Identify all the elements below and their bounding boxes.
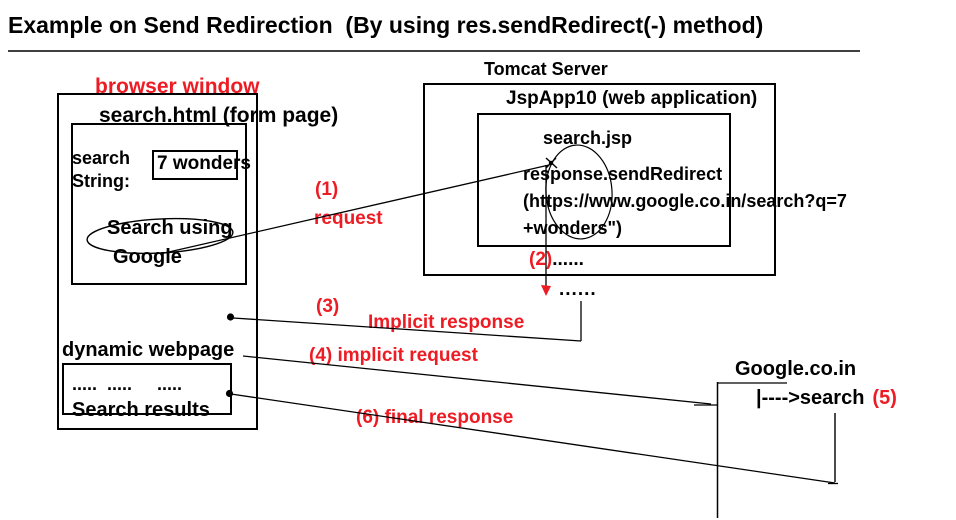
web-application-label: JspApp10 (web application): [506, 88, 758, 109]
jsp-name-label: search.jsp: [543, 128, 633, 148]
code-line-url: (https://www.google.co.in/search?q=7: [523, 191, 847, 211]
step6-final-response-label: (6) final response: [356, 407, 514, 428]
dynamic-webpage-box: [62, 363, 232, 415]
step1-number: (1): [315, 179, 339, 200]
page-title: Example on Send Redirection (By using re…: [8, 12, 764, 38]
arrowhead-step2-red: [541, 285, 551, 296]
search-button-label-line1: Search using: [107, 217, 233, 239]
step3-implicit-response-label: Implicit response: [368, 312, 525, 333]
step2-dots: ......: [552, 249, 584, 270]
step2-row: (2)......: [529, 249, 584, 271]
browser-window-label: browser window: [95, 75, 260, 98]
code-line-wonders: +wonders"): [523, 218, 623, 238]
search-input-value: 7 wonders: [157, 153, 251, 174]
browser-window-box: [57, 93, 258, 430]
dynamic-webpage-label: dynamic webpage: [62, 339, 235, 361]
form-page-label: search.html (form page): [99, 104, 339, 127]
google-search-row: |---->search (5): [756, 387, 897, 410]
step4-implicit-request-label: (4) implicit request: [309, 345, 478, 366]
search-button-label-line2: Google: [113, 246, 182, 268]
flow-dots: ......: [559, 279, 597, 300]
code-line-sendredirect: response.sendRedirect: [523, 164, 723, 184]
arrow-step6-final-response: [230, 393, 836, 484]
step1-request-label: request: [314, 208, 383, 229]
step5-number: (5): [872, 387, 897, 409]
results-dots: ..... ..... .....: [72, 374, 183, 394]
step3-number: (3): [316, 296, 340, 317]
search-string-label: search String:: [72, 148, 131, 191]
search-results-label: Search results: [72, 399, 210, 421]
tomcat-server-label: Tomcat Server: [484, 59, 608, 79]
google-label: Google.co.in: [735, 358, 857, 380]
google-search-entry: |---->search: [756, 387, 865, 409]
step2-number: (2): [529, 249, 553, 270]
